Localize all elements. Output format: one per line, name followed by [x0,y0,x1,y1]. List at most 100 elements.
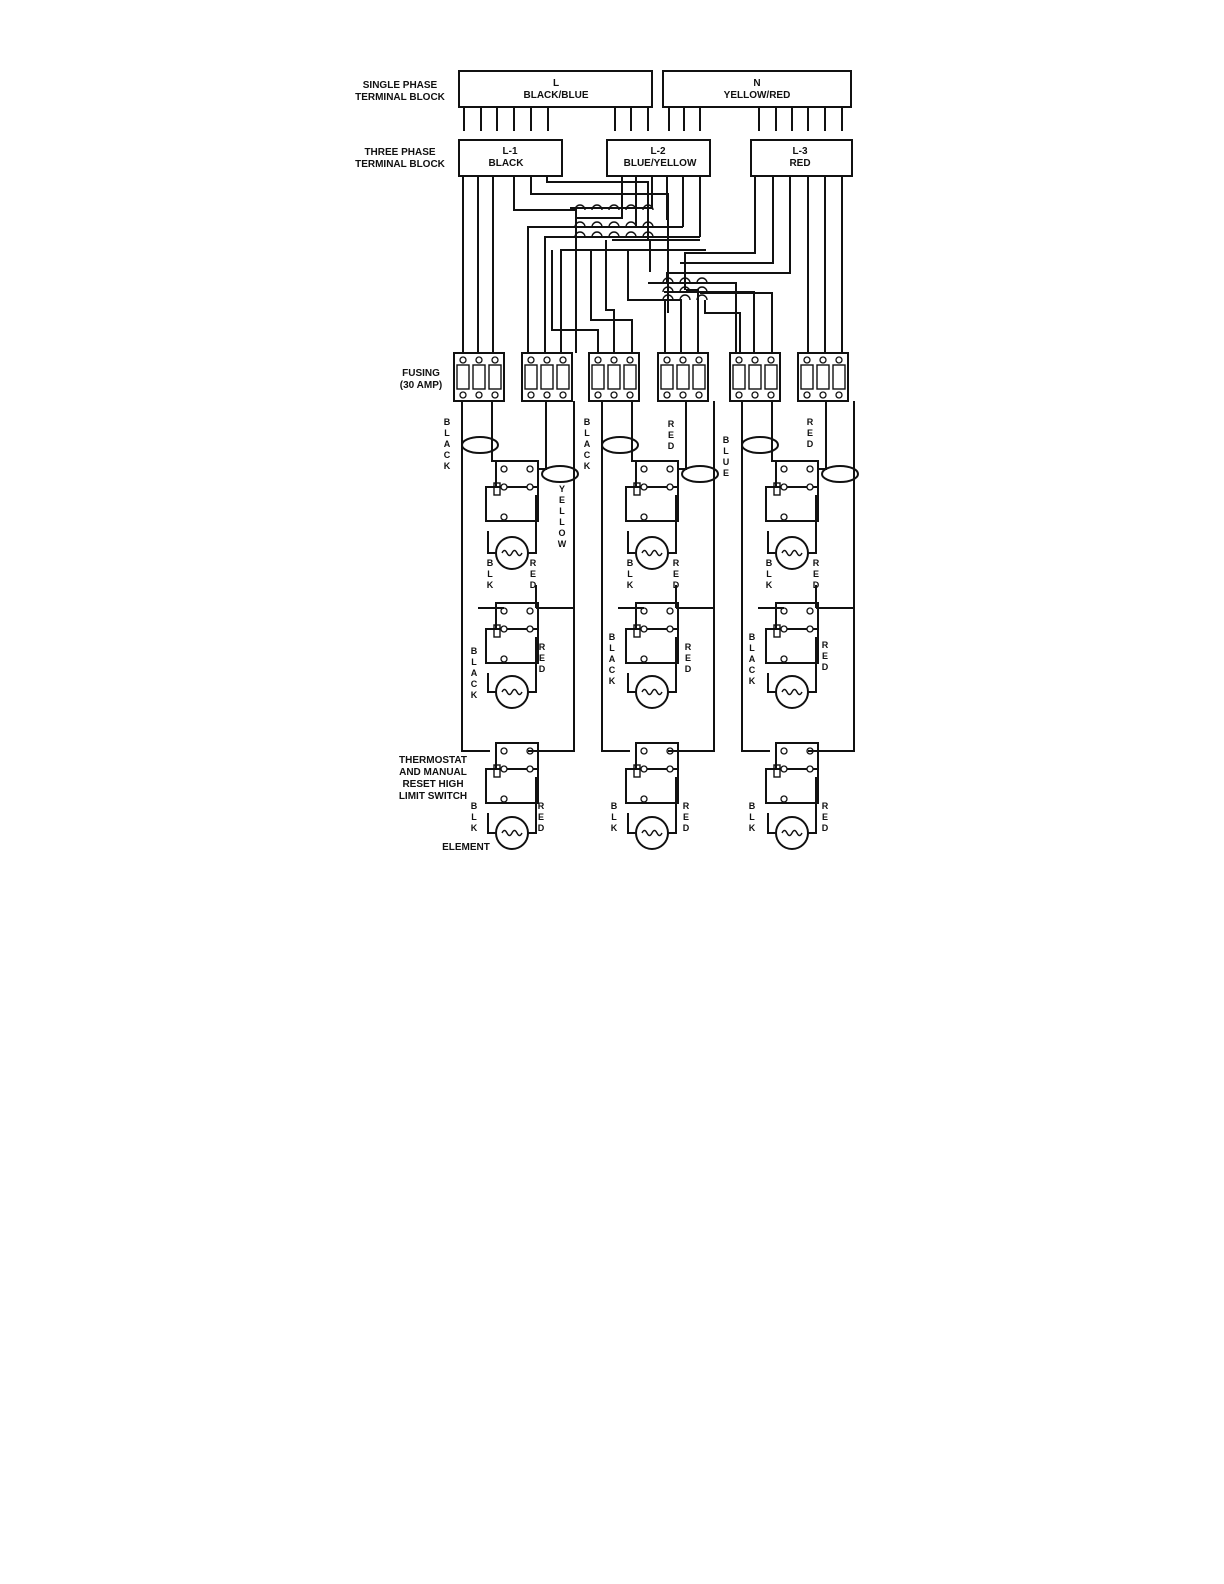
fusing-label: FUSING (30 AMP) [400,368,442,391]
fuse-terminal-bottom [696,392,702,398]
fuse-terminal-top [820,357,826,363]
switch-terminal [641,484,647,490]
lbl-red-a1-char: E [530,569,536,579]
lbl-blue-2-char: E [723,468,729,478]
wire-label-blue-2: BLUE [723,435,730,478]
switch-terminal [667,608,673,614]
switch-terminal [781,766,787,772]
three-phase-block-l1: L-1 BLACK [459,140,562,176]
heating-element-coil-2-1 [642,551,662,556]
thermostat-label-line-4: LIMIT SWITCH [399,791,467,802]
lbl-black-b3-char: A [749,654,756,664]
wire-label-black-b1: BLACK [471,646,478,700]
single-phase-drop-wires [464,107,842,131]
heater-column-2 [602,401,718,849]
fuse-terminal-bottom [820,392,826,398]
lbl-red-c2-char: D [683,823,690,833]
wire-label-red-a2: RED [673,558,680,590]
element-lead-left [488,531,496,553]
lbl-black-2-char: K [584,461,591,471]
lbl-yellow-1-char: L [559,517,565,527]
lbl-blk-a1-char: B [487,558,494,568]
lbl-blk-c1-char: L [471,812,477,822]
heating-element-coil-3-3 [782,831,802,836]
switch-terminal [807,608,813,614]
switch-terminal [641,626,647,632]
lbl-red-b2-char: E [685,653,691,663]
lbl-blk-a3-char: L [766,569,772,579]
lbl-black-b2-char: L [609,643,615,653]
fuse-terminal-bottom [476,392,482,398]
wire-label-blk-a3: BLK [766,558,773,590]
switch-terminal [667,626,673,632]
lbl-black-1-char: A [444,439,451,449]
fuse-terminal-top [460,357,466,363]
single-phase-label-line-1: SINGLE PHASE [363,80,438,91]
heating-element-coil-1-3 [502,831,522,836]
block-l1-subtitle: BLACK [489,158,525,169]
element-label: ELEMENT [442,842,490,853]
wire-label-blk-c2: BLK [611,801,618,833]
fuse-terminal-bottom [680,392,686,398]
lbl-black-1-char: L [444,428,450,438]
block-l-subtitle: BLACK/BLUE [524,90,589,101]
fuse-terminal-top [804,357,810,363]
fuse-terminal-top [528,357,534,363]
lbl-red-b2-char: R [685,642,692,652]
switch-terminal [501,626,507,632]
lbl-red-b1-char: D [539,664,546,674]
lbl-yellow-1-char: L [559,506,565,516]
column-feed-2 [818,401,826,469]
switch-terminal [501,766,507,772]
switch-terminal [641,748,647,754]
lbl-blue-2-char: U [723,457,730,467]
switch-terminal [527,766,533,772]
switch-terminal [807,626,813,632]
switch-terminal [527,626,533,632]
heating-element-coil-3-2 [782,690,802,695]
lbl-black-b3-char: B [749,632,756,642]
fuse-terminal-top [836,357,842,363]
fuse-terminal-bottom [528,392,534,398]
lbl-blue-2-char: B [723,435,730,445]
lbl-yellow-1-char: O [558,528,565,538]
single-phase-block-n: N YELLOW/RED [663,71,851,107]
lbl-red-c1-char: D [538,823,545,833]
fuse-terminal-top [680,357,686,363]
wire-label-blk-a1: BLK [487,558,494,590]
wire-tie-right [822,466,858,482]
heating-element-coil-3-1 [782,551,802,556]
switch-terminal [667,484,673,490]
switch-terminal [501,656,507,662]
lbl-red-c3-char: D [822,823,829,833]
heating-element-coil-1-1 [502,551,522,556]
lbl-red-c3-char: R [822,801,829,811]
lbl-red-c2-char: R [683,801,690,811]
element-lead-left [628,673,636,692]
switch-terminal [807,766,813,772]
fuse-terminal-top [696,357,702,363]
lbl-black-1-char: C [444,450,451,460]
three-phase-label-line-1: THREE PHASE [364,147,435,158]
three-phase-label: THREE PHASE TERMINAL BLOCK [355,147,446,170]
switch-terminal [781,514,787,520]
block-n-subtitle: YELLOW/RED [724,90,791,101]
switch-terminal [667,466,673,472]
element-lead-left [768,673,776,692]
switch-terminal [781,796,787,802]
heating-element-coil-1-2 [502,690,522,695]
lbl-black-b1-char: K [471,690,478,700]
fuse-block-3 [589,353,639,401]
fuse-terminal-bottom [664,392,670,398]
lbl-red-c3-char: E [822,812,828,822]
fuse-terminal-bottom [752,392,758,398]
switch-terminal [781,626,787,632]
fuse-block-2 [522,353,572,401]
wire-label-black-b2: BLACK [609,632,616,686]
switch-terminal [667,766,673,772]
switch-terminal [641,656,647,662]
wire-tie-right [542,466,578,482]
